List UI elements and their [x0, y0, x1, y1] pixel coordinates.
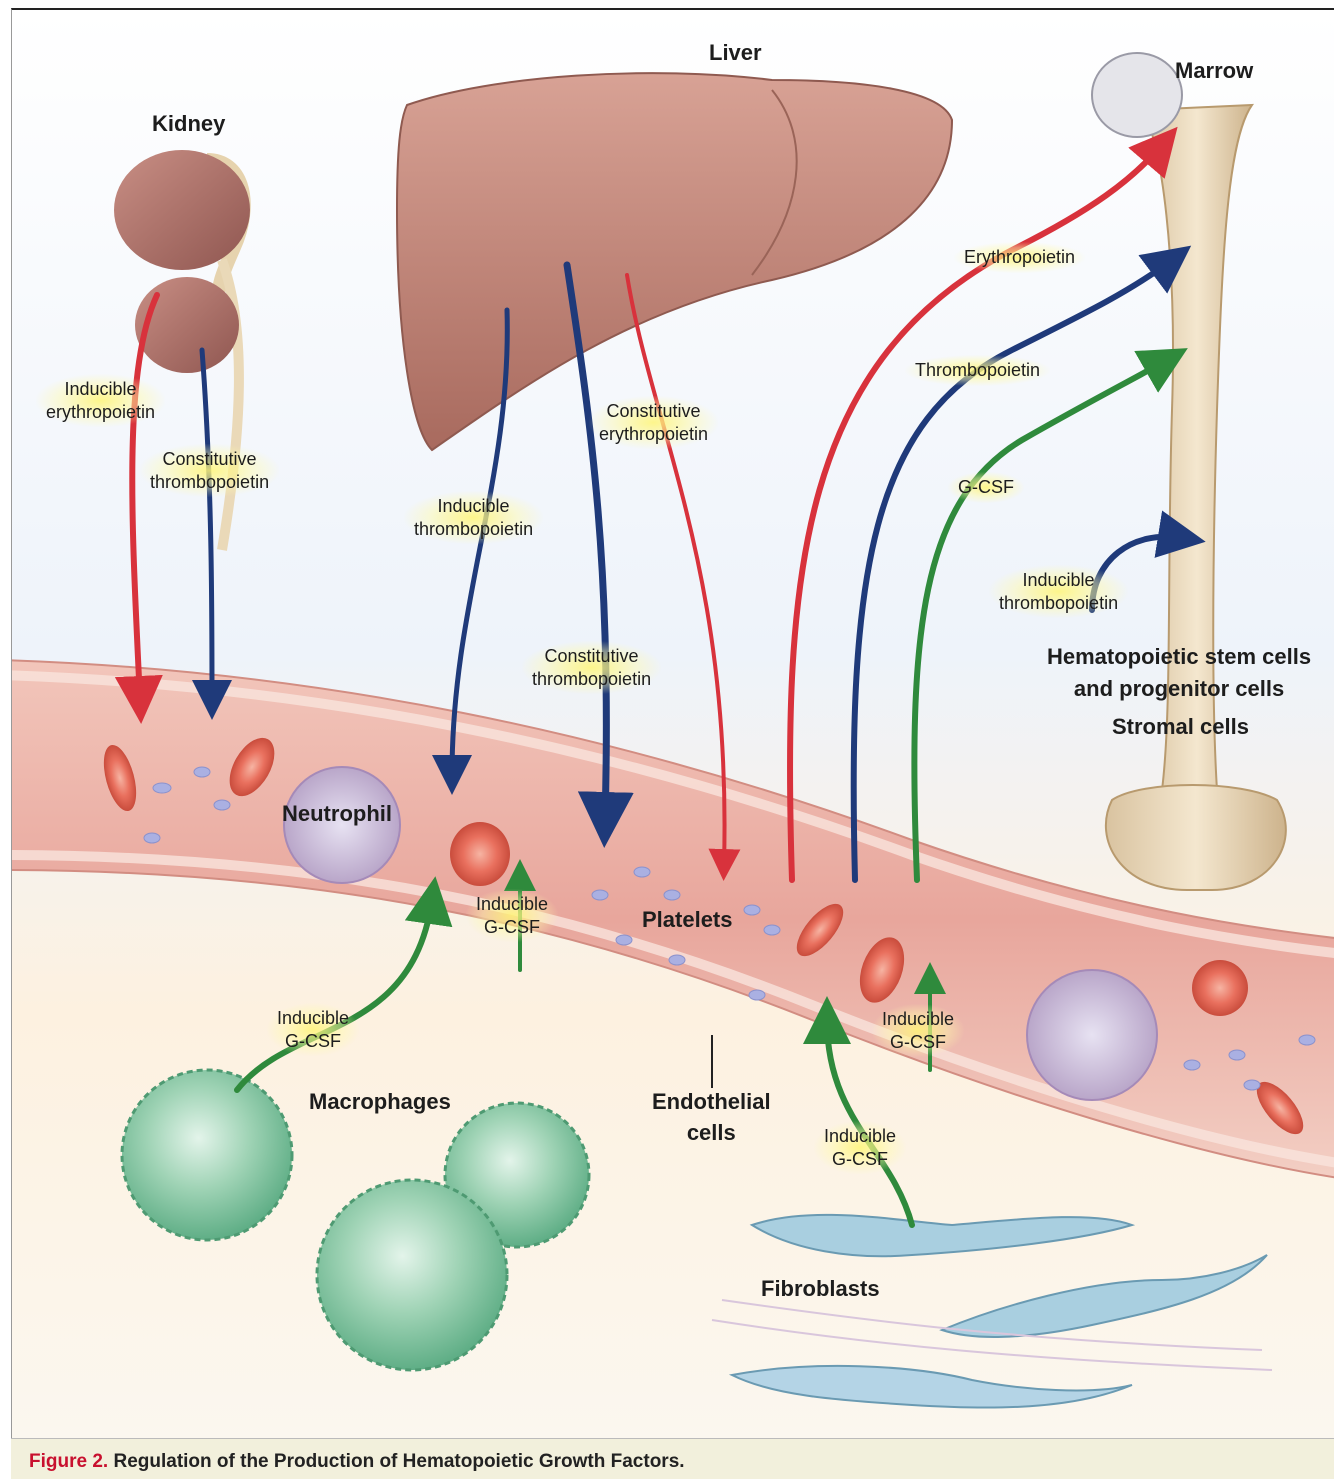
platelets-label: Platelets: [642, 906, 733, 934]
erythropoietin-label: Erythropoietin: [954, 242, 1085, 273]
thrombopoietin-label: Thrombopoietin: [905, 355, 1050, 386]
neutrophil-label: Neutrophil: [282, 800, 392, 828]
caption-title: Regulation of the Production of Hematopo…: [113, 1451, 684, 1472]
fibroblasts-label: Fibroblasts: [761, 1275, 880, 1303]
marrow-label: Marrow: [1175, 57, 1253, 85]
macrophages-label: Macrophages: [309, 1088, 451, 1116]
caption-number: Figure 2.: [29, 1451, 108, 1472]
stromal-cells-label: Stromal cells: [1112, 713, 1249, 741]
neutrophil-cell: [1027, 970, 1157, 1100]
kidney-label: Kidney: [152, 110, 225, 138]
liver-label: Liver: [709, 39, 762, 67]
figure-caption: Figure 2. Regulation of the Production o…: [11, 1438, 1334, 1479]
gcsf-label: G-CSF: [948, 472, 1024, 503]
